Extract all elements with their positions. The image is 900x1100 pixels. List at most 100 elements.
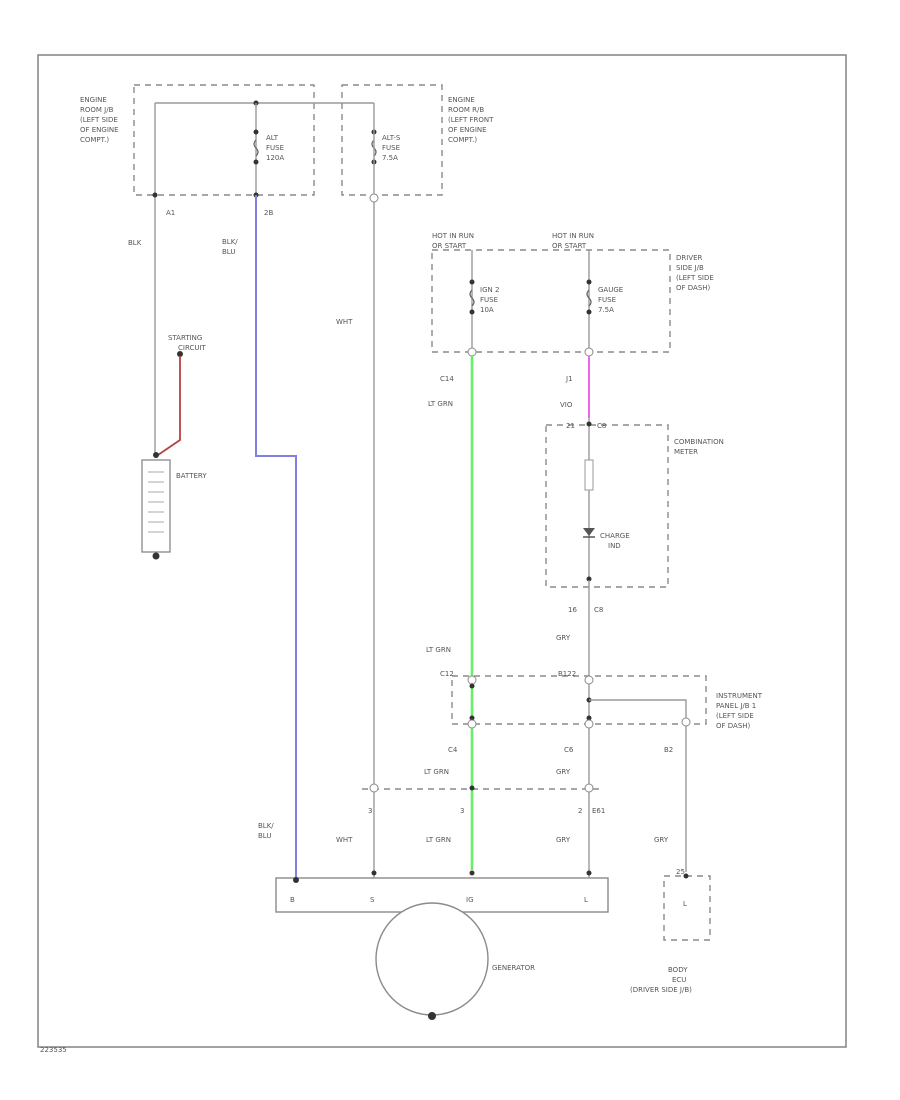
meter-out-dot (586, 576, 592, 582)
svg-text:DRIVER: DRIVER (676, 254, 703, 262)
conn-e61-label: E61 (592, 807, 605, 815)
engine-room-jb-box (133, 84, 315, 196)
c12-connector (467, 675, 477, 685)
pin-a1-dot (152, 192, 158, 198)
generator-symbol (375, 902, 489, 1016)
battery-label: BATTERY (176, 472, 207, 480)
gauge-fuse-symbol (586, 279, 592, 315)
svg-text:7.5A: 7.5A (598, 306, 614, 314)
svg-text:CHARGE: CHARGE (600, 532, 630, 540)
meter-element (584, 459, 594, 491)
svg-text:10A: 10A (480, 306, 494, 314)
svg-text:OF DASH): OF DASH) (716, 722, 751, 730)
b2-connector (681, 717, 691, 727)
svg-text:HOT IN RUN: HOT IN RUN (552, 232, 594, 240)
charge-ind-label: CHARGE IND (600, 532, 630, 550)
battery-link (157, 356, 181, 456)
instrument-panel-jb-label: INSTRUMENT PANEL J/B 1 (LEFT SIDE OF DAS… (716, 692, 763, 730)
wire-ltgrn-2-label: LT GRN (426, 646, 451, 654)
svg-text:FUSE: FUSE (382, 144, 400, 152)
svg-text:FUSE: FUSE (266, 144, 284, 152)
generator-ground-dot (428, 1012, 436, 1020)
svg-text:ROOM R/B: ROOM R/B (448, 106, 484, 114)
diagram-border (37, 54, 847, 1048)
svg-text:BLK/: BLK/ (258, 822, 274, 830)
svg-text:7.5A: 7.5A (382, 154, 398, 162)
combination-meter-box (545, 424, 669, 588)
pin-c14-label: C14 (440, 375, 454, 383)
engine-room-jb-label: ENGINE ROOM J/B (LEFT SIDE OF ENGINE COM… (80, 96, 119, 144)
gen-terminal-ig: IG (466, 896, 474, 904)
svg-text:(DRIVER SIDE J/B): (DRIVER SIDE J/B) (630, 986, 692, 994)
e61-pin-ltgrn (469, 785, 475, 791)
starting-circuit-label: STARTING CIRCUIT (168, 334, 207, 352)
svg-text:BLU: BLU (222, 248, 235, 256)
svg-text:(LEFT SIDE: (LEFT SIDE (676, 274, 714, 282)
svg-text:FUSE: FUSE (598, 296, 616, 304)
battery-positive-dot (153, 452, 159, 458)
svg-text:ROOM J/B: ROOM J/B (80, 106, 114, 114)
gauge-fuse-label: GAUGE FUSE 7.5A (598, 286, 623, 314)
wire-blk-label: BLK (128, 239, 142, 247)
svg-text:BLK/: BLK/ (222, 238, 238, 246)
hot-run-start-left: HOT IN RUN OR START (432, 232, 474, 250)
e61-pin-wht (369, 783, 379, 793)
gry-jb-dot-bot (586, 715, 592, 721)
svg-text:OF ENGINE: OF ENGINE (80, 126, 119, 134)
svg-text:OF ENGINE: OF ENGINE (448, 126, 487, 134)
footer-code: 223535 (40, 1046, 67, 1054)
wire-wht-bot-label: WHT (336, 836, 353, 844)
j1-connector (584, 347, 594, 357)
battery-cells (148, 471, 164, 533)
svg-text:BLU: BLU (258, 832, 271, 840)
engine-room-rb-label: ENGINE ROOM R/B (LEFT FRONT OF ENGINE CO… (448, 96, 494, 144)
body-ecu-terminal-label: L (683, 900, 687, 908)
pin-c6-label: C6 (564, 746, 574, 754)
e61-pin-gry (584, 783, 594, 793)
wire-ltgrn-1-label: LT GRN (428, 400, 453, 408)
conn-pin-wht: 3 (368, 807, 372, 815)
ltgrn-jb-dot-bot (469, 715, 475, 721)
pin-2b-label: 2B (264, 209, 273, 217)
svg-text:ALT: ALT (266, 134, 279, 142)
wire-blkblu-top-label: BLK/ BLU (222, 238, 238, 256)
instrument-panel-jb-box (451, 675, 707, 725)
svg-text:OR START: OR START (432, 242, 467, 250)
svg-text:PANEL J/B 1: PANEL J/B 1 (716, 702, 756, 710)
body-ecu-box (663, 875, 711, 941)
svg-text:IND: IND (608, 542, 621, 550)
combination-meter-label: COMBINATION METER (674, 438, 724, 456)
ign2-fuse-symbol (469, 279, 475, 315)
alt-fuse-label: ALT FUSE 120A (266, 134, 284, 162)
svg-text:IGN 2: IGN 2 (480, 286, 499, 294)
starting-circuit-dot (177, 351, 183, 357)
wire-ltgrn-3-label: LT GRN (424, 768, 449, 776)
svg-text:(LEFT SIDE: (LEFT SIDE (716, 712, 754, 720)
svg-text:120A: 120A (266, 154, 284, 162)
pin-j1-label: J1 (565, 375, 573, 383)
gen-terminal-ig-dot (469, 870, 475, 876)
svg-text:ALT-S: ALT-S (382, 134, 401, 142)
svg-text:STARTING: STARTING (168, 334, 202, 342)
b122-connector (584, 675, 594, 685)
body-ecu-label: BODY ECU (DRIVER SIDE J/B) (630, 966, 692, 994)
charge-ind-lamp (583, 528, 595, 538)
conn-pin-gry: 2 (578, 807, 582, 815)
svg-text:OF DASH): OF DASH) (676, 284, 711, 292)
wire-wht-top-label: WHT (336, 318, 353, 326)
wire-gry-1-label: GRY (556, 634, 571, 642)
gen-terminal-l: L (584, 896, 588, 904)
battery-ground-dot (152, 552, 160, 560)
svg-text:OR START: OR START (552, 242, 587, 250)
svg-text:GAUGE: GAUGE (598, 286, 623, 294)
gen-terminal-b-dot (293, 877, 299, 883)
pin-meter-top-label: 21 C8 (566, 422, 606, 430)
svg-text:(LEFT FRONT: (LEFT FRONT (448, 116, 494, 124)
meter-in-dot (586, 421, 592, 427)
svg-text:16: 16 (568, 606, 577, 614)
svg-text:ECU: ECU (672, 976, 686, 984)
pin-b122-label: B122 (558, 670, 576, 678)
engine-room-rb-box (341, 84, 443, 196)
pin-b2-label: B2 (664, 746, 673, 754)
